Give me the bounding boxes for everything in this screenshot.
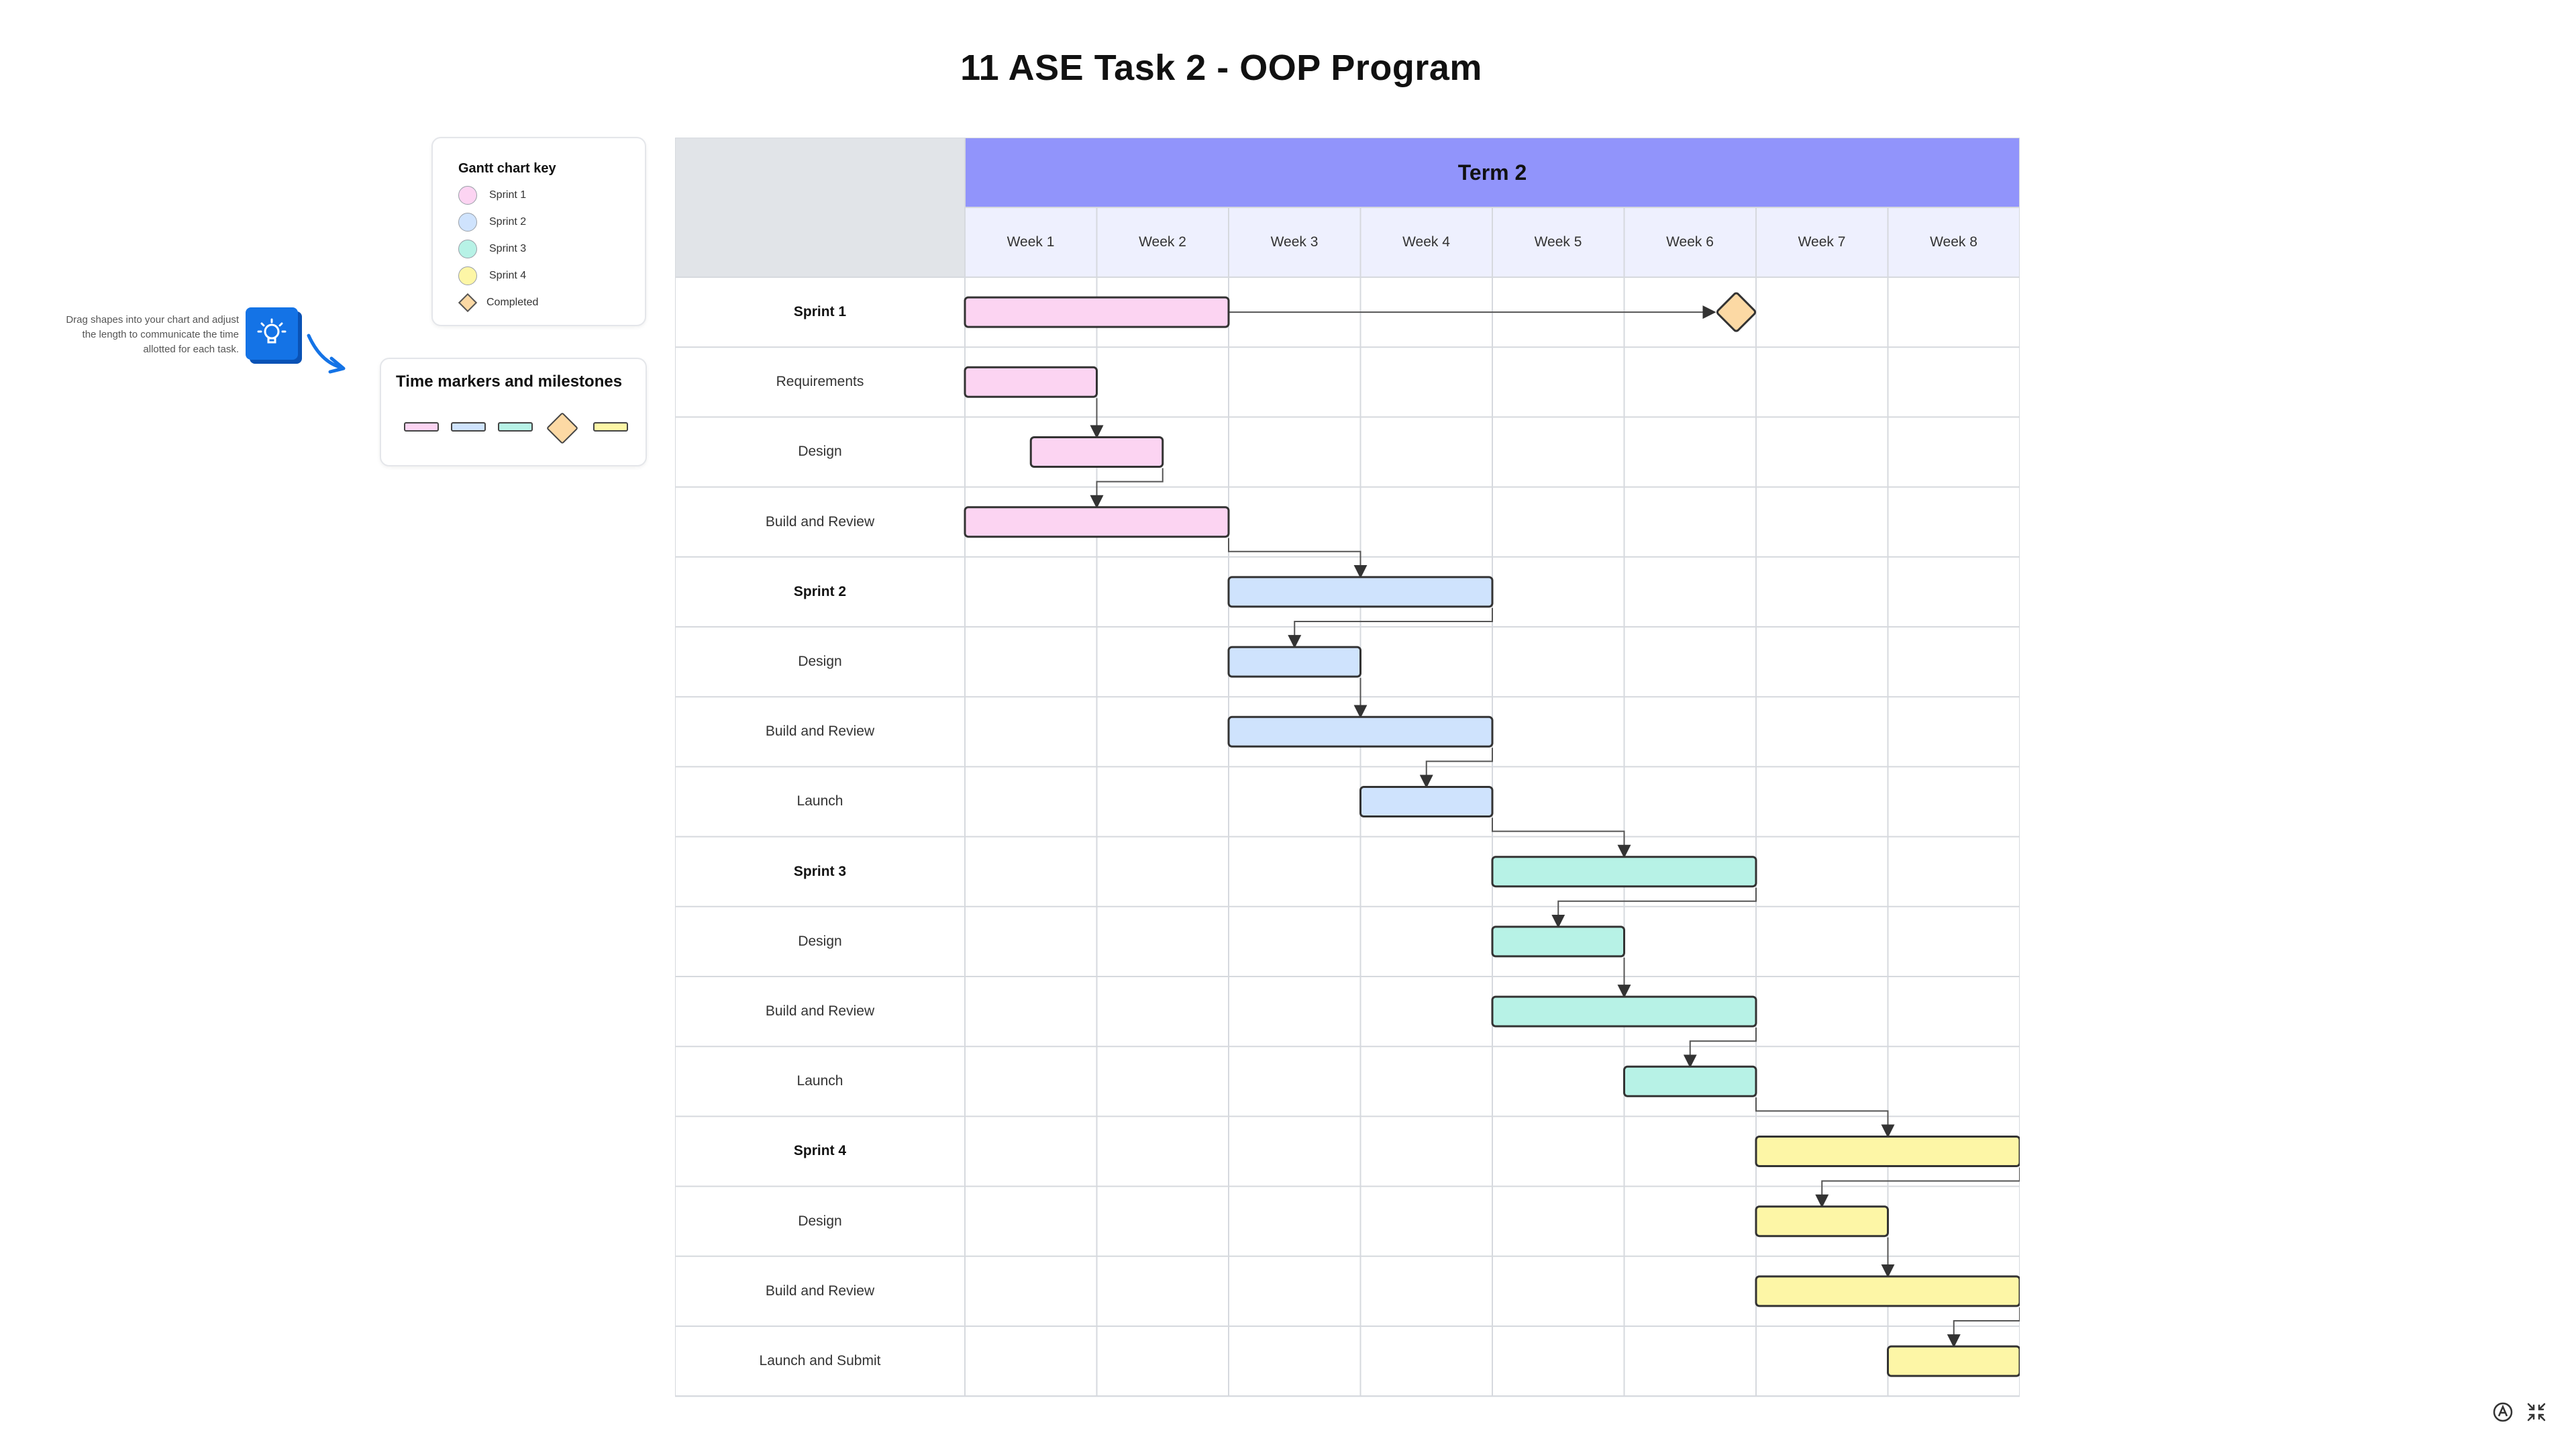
key-item-completed: Completed <box>458 293 538 313</box>
dependency-arrow <box>1551 887 1757 928</box>
task-label: Sprint 3 <box>793 863 847 879</box>
key-label: Sprint 1 <box>489 189 527 201</box>
term-header-bg <box>965 138 2020 207</box>
task-label: Design <box>798 933 842 949</box>
week-header-5: Week 5 <box>1534 234 1582 250</box>
week-header-8: Week 8 <box>1930 234 1977 250</box>
task-label: Design <box>798 654 842 669</box>
key-item-sprint-3: Sprint 3 <box>458 239 526 259</box>
task-bar <box>1491 856 1757 888</box>
week-header-6: Week 6 <box>1666 234 1714 250</box>
task-bar <box>964 366 1098 398</box>
task-bar <box>1755 1136 2020 1167</box>
task-bar <box>1227 576 1494 608</box>
gantt-grid <box>675 138 2020 1397</box>
dependency-arrow <box>1288 607 1493 649</box>
dependency-arrow <box>1755 1097 1895 1138</box>
task-label: Launch <box>796 1073 843 1089</box>
task-label: Build and Review <box>765 1283 875 1299</box>
milestone-marker[interactable] <box>546 411 579 445</box>
task-bar <box>1623 1065 1757 1097</box>
sprint-1-marker[interactable] <box>404 422 439 432</box>
task-label: Launch and Submit <box>759 1353 881 1368</box>
task-bar <box>1755 1205 1889 1238</box>
key-item-sprint-4: Sprint 4 <box>458 266 526 286</box>
markers-title: Time markers and milestones <box>396 372 623 391</box>
task-bar <box>1029 436 1164 468</box>
week-header-2: Week 2 <box>1139 234 1186 250</box>
chart-border <box>675 138 2020 1397</box>
sprint-1-swatch <box>458 186 477 205</box>
week-header-1: Week 1 <box>1007 234 1055 250</box>
task-bar <box>1491 926 1625 958</box>
task-label: Launch <box>796 793 843 809</box>
dependency-arrow <box>1090 468 1164 509</box>
hint-arrow-icon <box>307 334 346 374</box>
task-label: Sprint 4 <box>793 1143 847 1159</box>
key-label: Sprint 3 <box>489 243 527 254</box>
task-label: Sprint 2 <box>793 583 847 599</box>
sprint-4-marker[interactable] <box>593 422 628 432</box>
sprint-4-swatch <box>458 266 477 285</box>
dependency-arrow <box>1815 1167 2020 1208</box>
key-label: Sprint 4 <box>489 270 527 281</box>
canvas-controls <box>2493 1402 2546 1422</box>
sprint-2-marker[interactable] <box>451 422 486 432</box>
week-header-4: Week 4 <box>1402 234 1450 250</box>
sprint-2-swatch <box>458 213 477 232</box>
task-label: Sprint 1 <box>793 304 847 319</box>
task-bar <box>964 296 1230 328</box>
task-bar <box>1887 1345 2020 1377</box>
task-bar <box>1359 786 1494 817</box>
time-markers-card[interactable]: Time markers and milestones <box>380 358 647 466</box>
task-bar <box>1227 646 1361 678</box>
sprint-3-swatch <box>458 240 477 258</box>
dependency-arrow <box>1492 817 1631 858</box>
drag-hint-text: Drag shapes into your chart and adjust t… <box>66 314 239 355</box>
dependency-arrow <box>1228 538 1368 579</box>
key-label: Completed <box>486 297 539 308</box>
page-title: 11 ASE Task 2 - OOP Program <box>960 48 1482 88</box>
header-corner <box>675 138 965 277</box>
dependency-arrow <box>1419 748 1493 789</box>
gantt-chart: Term 2 Week 1 Week 2 Week 3 Week 4 Week 5 Wee… <box>675 138 2020 1399</box>
task-label: Build and Review <box>765 513 875 530</box>
term-header: Term 2 <box>1457 160 1527 185</box>
completed-diamond-swatch <box>458 293 478 313</box>
task-label: Design <box>798 1213 842 1229</box>
task-bar <box>1755 1275 2020 1307</box>
task-bar <box>1227 715 1494 748</box>
milestone-diamond <box>1716 292 1757 332</box>
week-header-3: Week 3 <box>1270 234 1319 250</box>
gantt-key-card[interactable]: Gantt chart key Sprint 1 Sprint 2 Sprint… <box>431 137 646 326</box>
collapse-icon[interactable] <box>2527 1403 2546 1421</box>
key-item-sprint-1: Sprint 1 <box>458 185 526 205</box>
key-label: Sprint 2 <box>489 216 527 228</box>
key-item-sprint-2: Sprint 2 <box>458 212 526 232</box>
task-label: Requirements <box>776 374 864 390</box>
key-title: Gantt chart key <box>458 161 556 176</box>
dependency-arrow <box>1947 1307 2020 1348</box>
task-bar <box>1491 995 1757 1028</box>
lightbulb-icon <box>246 307 298 360</box>
task-label: Build and Review <box>765 1003 875 1019</box>
task-label: Design <box>798 444 842 460</box>
task-label: Build and Review <box>765 723 875 740</box>
accessibility-icon[interactable] <box>2493 1402 2513 1422</box>
task-bar <box>964 506 1230 538</box>
sprint-3-marker[interactable] <box>498 422 533 432</box>
dependency-arrow <box>1683 1028 1757 1068</box>
week-header-7: Week 7 <box>1798 234 1846 250</box>
